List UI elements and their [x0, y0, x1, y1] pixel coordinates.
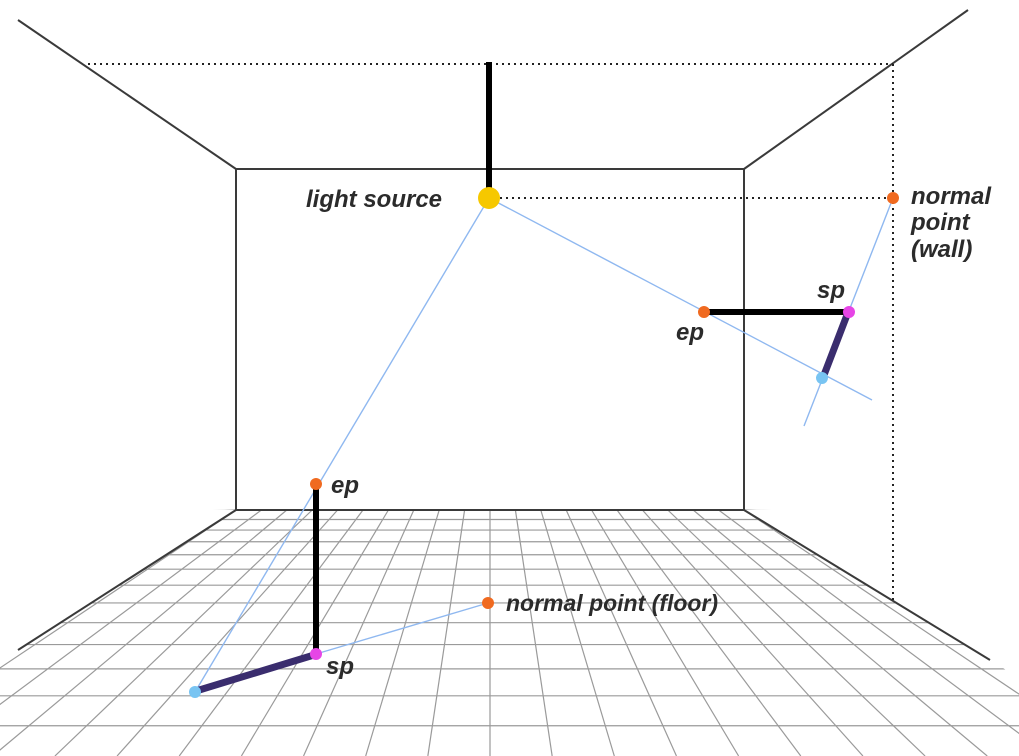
wall-normal-label-line3: (wall)	[911, 236, 972, 263]
floor-grid-column-line	[743, 509, 1019, 695]
floor-grid-column-line	[0, 509, 262, 706]
ceiling-edge-right	[743, 9, 969, 170]
wall-sp-label: sp	[817, 277, 845, 304]
ceiling-edge-left	[17, 19, 237, 170]
floor-grid-column-line	[54, 509, 313, 756]
floor-sp-label: sp	[326, 653, 354, 680]
floor-grid-column-line	[667, 509, 926, 756]
floor-mask-left	[0, 500, 236, 662]
wall-shadow	[820, 311, 851, 379]
floor-grid-column-line	[565, 509, 678, 756]
wall-ep-label: ep	[676, 319, 704, 346]
floor-normal-point	[482, 597, 494, 609]
wall-normal-label-line1: normal	[911, 183, 992, 210]
floor-normal-label: normal point (floor)	[506, 590, 718, 616]
floor-edge-left	[17, 509, 237, 651]
poles	[313, 62, 849, 652]
floor-grid-column-line	[427, 509, 466, 756]
light-source-label: light source	[306, 186, 442, 213]
ray-light-to-floor-shadow	[194, 197, 490, 693]
floor-sp-point	[310, 648, 322, 660]
floor-grid-column-line	[591, 509, 740, 756]
floor-mask-top	[0, 0, 1019, 509]
ray-light-to-wall-shadow	[488, 197, 873, 401]
floor-grid-column-line	[692, 509, 988, 756]
floor-ep-point	[310, 478, 322, 490]
floor-grid-column-line	[514, 509, 553, 756]
floor-grid-column-line	[0, 509, 237, 669]
wall-sp-point	[843, 306, 855, 318]
floor-grid-column-line	[116, 509, 339, 756]
floor-grid-column-line	[616, 509, 802, 756]
labels: light source normal point (wall) sp ep e…	[306, 183, 992, 680]
light-source-point	[478, 187, 500, 209]
floor-mask-right	[744, 500, 1019, 678]
floor-projection-point	[189, 686, 201, 698]
shadows	[192, 311, 851, 695]
wall-ep-point	[698, 306, 710, 318]
floor-grid-column-line	[540, 509, 615, 756]
points	[189, 187, 899, 698]
wall-normal-label-line2: point	[910, 209, 971, 236]
wall-projection-point	[816, 372, 828, 384]
floor-ep-label: ep	[331, 472, 359, 499]
floor-normal-line	[315, 602, 489, 655]
wall-normal-point	[887, 192, 899, 204]
floor-grid-column-line	[365, 509, 440, 756]
floor-grid-column-line	[718, 509, 1019, 735]
floor-shadow	[192, 651, 318, 695]
floor-grid-column-line	[641, 509, 864, 756]
floor-grid-column-line	[302, 509, 415, 756]
floor-grid-column-line	[178, 509, 364, 756]
floor-edge-right	[743, 509, 991, 661]
floor-grid-column-line	[0, 509, 288, 751]
